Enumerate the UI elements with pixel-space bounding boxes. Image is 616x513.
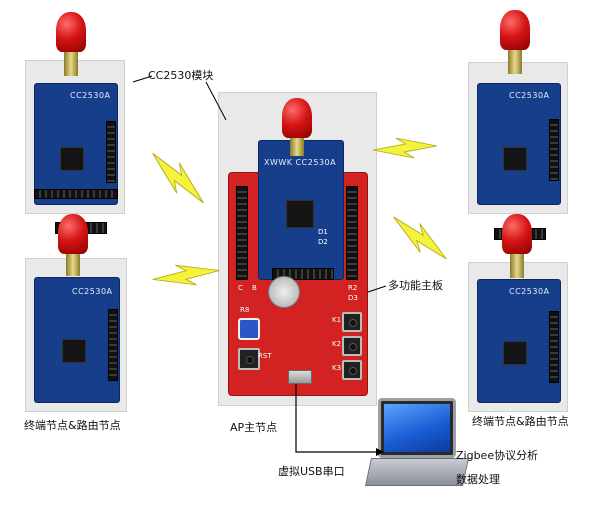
antenna-icon [502, 214, 532, 254]
leader-line-board [367, 285, 387, 293]
antenna-icon [510, 248, 524, 278]
lightning-bolt-icon [373, 137, 437, 159]
label-ap-node: AP主节点 [230, 421, 278, 434]
silk-c: C [238, 284, 243, 292]
label-cc2530-module: CC2530模块 [148, 69, 214, 82]
pin-header [346, 186, 358, 280]
chip [60, 147, 84, 171]
antenna-icon [290, 132, 304, 156]
label-zigbee-analysis: Zigbee协议分析 [456, 449, 539, 462]
silk-k3: K3 [332, 364, 342, 372]
board-silkscreen: CC2530A [72, 287, 113, 296]
usb-port [288, 370, 312, 384]
pin-header [236, 186, 248, 280]
silk-b: B [252, 284, 257, 292]
label-virtual-usb: 虚拟USB串口 [278, 465, 345, 478]
board-silkscreen: CC2530A [509, 287, 550, 296]
leader-line-module [132, 75, 153, 83]
pin-header [34, 189, 118, 199]
label-multifunction-board: 多功能主板 [388, 279, 443, 292]
label-data-processing: 数据处理 [456, 473, 500, 486]
node-board-top-left: CC2530A [25, 60, 125, 214]
board-silkscreen: CC2530A [70, 91, 111, 100]
pcb [477, 83, 561, 205]
silk-rst: RST [258, 352, 272, 360]
potentiometer [238, 318, 260, 340]
label-end-node-right: 终端节点&路由节点 [472, 415, 569, 428]
silk-r2: R2 [348, 284, 358, 292]
silk-r8: R8 [240, 306, 250, 314]
silk-d2: D2 [318, 238, 328, 246]
module-silkscreen: XWWK CC2530A [264, 158, 337, 167]
lightning-bolt-icon [152, 264, 220, 286]
antenna-icon [508, 44, 522, 74]
k2-button [342, 336, 362, 356]
usb-cable-line [295, 384, 376, 453]
pcb [34, 83, 118, 205]
antenna-icon [500, 10, 530, 50]
antenna-icon [56, 12, 86, 52]
pin-header [108, 309, 118, 381]
chip [503, 147, 527, 171]
label-end-node-left: 终端节点&路由节点 [24, 419, 121, 432]
leader-line-module-down [205, 81, 227, 121]
chip [503, 341, 527, 365]
k1-button [342, 312, 362, 332]
silk-d3: D3 [348, 294, 358, 302]
antenna-icon [282, 98, 312, 138]
silk-k1: K1 [332, 316, 342, 324]
node-board-top-right: CC2530A [468, 62, 568, 214]
rst-button [238, 348, 260, 370]
chip [62, 339, 86, 363]
laptop-display [384, 404, 450, 452]
pin-header [549, 311, 559, 383]
antenna-icon [64, 46, 78, 76]
silk-d1: D1 [318, 228, 328, 236]
lightning-bolt-icon [393, 216, 447, 260]
pin-header [549, 119, 559, 181]
chip [286, 200, 314, 228]
k3-button [342, 360, 362, 380]
pin-header [106, 121, 116, 183]
antenna-icon [58, 214, 88, 254]
node-board-bottom-right: CC2530A [468, 262, 568, 412]
lightning-bolt-icon [152, 152, 204, 204]
usb-cable-arrow [376, 448, 384, 456]
coin-battery [268, 276, 300, 308]
board-silkscreen: CC2530A [509, 91, 550, 100]
silk-k2: K2 [332, 340, 342, 348]
